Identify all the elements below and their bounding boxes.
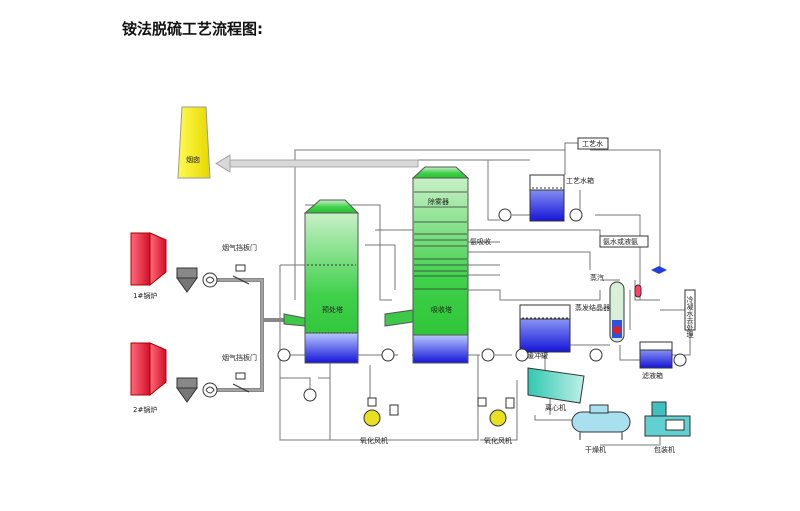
oxidation-fan-2: 氧化风机 [477,397,515,445]
process-water-label: 工艺水 [582,139,603,148]
chimney-label: 烟囱 [186,155,200,164]
dampers: 烟气挡板门 烟气挡板门 [222,243,257,393]
process-water-tank: 工艺水 工艺水箱 [529,137,609,222]
centrifuge: 离心机 [527,367,585,412]
flue-duct [215,278,286,392]
evap-crystallizer-label: 蒸发结晶器 [575,303,610,312]
diagram-title: 铵法脱硫工艺流程图: [122,20,263,38]
filtrate-tank-label: 滤液箱 [642,371,663,380]
boiler-2: 2#锅炉 [130,342,167,414]
oxidation-fan-1-label: 氧化风机 [360,436,388,445]
ammonia-box: 氨水或液氨 [599,235,649,248]
pumps [277,208,687,402]
flue-arrow-to-chimney [215,154,419,173]
evap-crystallizer: 蒸汽 蒸发结晶器 [575,266,667,343]
chimney: 烟囱 [177,106,211,179]
boiler-2-label: 2#锅炉 [133,405,157,414]
condensate-box: 冷凝水去处理 [684,289,696,338]
oxidation-fan-2-label: 氧化风机 [484,436,512,445]
precooler-tower: 预处塔 [283,199,360,364]
ammonia-water-label: 氨水或液氨 [603,237,638,246]
packer-label: 包装机 [654,445,675,454]
boiler-1-label: 1#锅炉 [133,291,157,300]
packer: 包装机 [644,401,691,454]
damper-2-label: 烟气挡板门 [222,353,257,362]
demister-label: 除雾器 [428,197,449,206]
dryer-label: 干燥机 [585,445,606,454]
condensate-label: 冷凝水去处理 [686,295,694,338]
buffer-tank: 缓冲罐 [519,304,571,360]
centrifuge-label: 离心机 [545,403,566,412]
boiler-1: 1#锅炉 [130,232,167,300]
oxidation-fan-1: 氧化风机 [360,397,399,445]
precooler-label: 预处塔 [322,305,343,314]
filtrate-tank: 滤液箱 [639,341,673,380]
induced-fans [202,272,218,398]
dryer: 干燥机 [571,404,631,454]
steam-label: 蒸汽 [590,273,604,282]
damper-1-label: 烟气挡板门 [222,243,257,252]
process-water-tank-label: 工艺水箱 [566,176,594,185]
buffer-tank-label: 缓冲罐 [527,351,548,360]
absorber-label: 吸收塔 [431,305,452,314]
absorber-tower: 除雾器 吸收塔 氨吸收 [384,166,491,364]
ammonia-liquid-label: 氨吸收 [470,237,491,246]
dust-collectors [176,267,198,403]
